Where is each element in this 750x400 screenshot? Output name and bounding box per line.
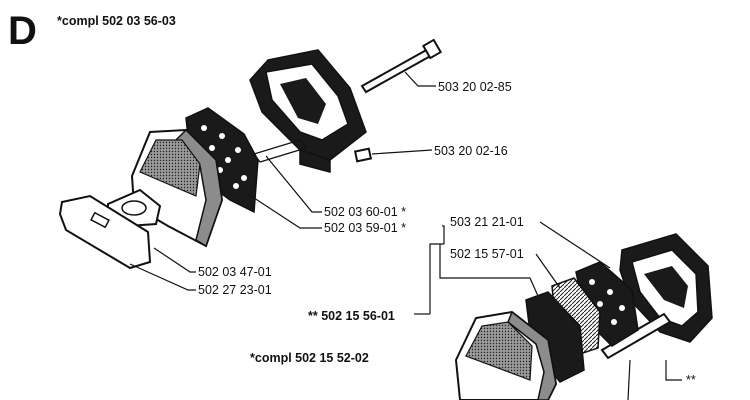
label-part-c: 503 21 21-01 — [450, 215, 524, 229]
base-plate-illustration — [58, 194, 152, 270]
section-letter: D — [8, 9, 37, 53]
bottom-assembly-drawing — [454, 233, 713, 400]
callout-lines-bottom — [414, 221, 682, 400]
label-gasket-a: 502 03 60-01 * — [324, 205, 406, 219]
front-cover-2-illustration — [454, 310, 558, 400]
top-assembly-label: *compl 502 03 56-03 — [57, 14, 176, 28]
rear-cover-2-illustration — [619, 233, 713, 343]
callout-lines-top — [129, 71, 436, 291]
rear-cover-illustration — [249, 49, 367, 173]
bottom-assembly-label: *compl 502 15 52-02 — [250, 351, 369, 365]
label-marker: ** — [686, 373, 696, 387]
label-nut: 503 20 02-16 — [434, 144, 508, 158]
label-bolt: 503 20 02-85 — [438, 80, 512, 94]
top-assembly-drawing — [58, 38, 443, 270]
shaft-illustration — [600, 312, 672, 360]
label-plate-a: 502 03 47-01 — [198, 265, 272, 279]
bolt-illustration — [360, 38, 443, 94]
nut-illustration — [353, 147, 373, 163]
gasket-illustration — [185, 107, 259, 214]
label-set-kit: ** 502 15 56-01 — [308, 309, 395, 323]
label-part-d: 502 15 57-01 — [450, 247, 524, 261]
label-gasket-b: 502 03 59-01 * — [324, 221, 406, 235]
label-plate-b: 502 27 23-01 — [198, 283, 272, 297]
